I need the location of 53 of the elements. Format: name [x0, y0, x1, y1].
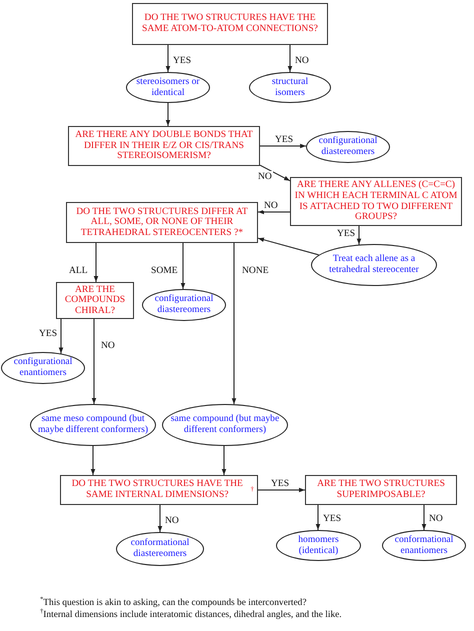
- question-box: ARE THERE ANY ALLENES (C=C=C) IN WHICH EACH TERMINAL C ATOM IS ATTACHED TO TWO DIFFERENT GROUPS?: [290, 177, 462, 226]
- result-ellipse: configurational diastereomers: [142, 289, 226, 321]
- arrow: [258, 238, 320, 256]
- question-box: DO THE TWO STRUCTURES DIFFER AT ALL, SOME, OR NONE OF THEIR TETRAHEDRAL STEREOCENTERS ?*: [66, 202, 258, 243]
- arrow: [356, 226, 362, 246]
- result-ellipse: same meso compound (but maybe different conformers): [30, 404, 156, 446]
- footnote: $^{*}$This question is akin to asking, can the compounds be interconverted?: [40, 598, 307, 608]
- edge-label: YES: [336, 228, 356, 239]
- edge-label: YES: [322, 513, 342, 524]
- question-box: ARE THE TWO STRUCTURES SUPERIMPOSABLE?: [305, 475, 457, 505]
- edge-label: ALL: [68, 265, 89, 276]
- footnote: $^{†}$Internal dimensions include interatomic distances, dihedral angles, and the like.: [40, 610, 342, 620]
- arrow: [222, 446, 226, 476]
- edge-label: YES: [172, 55, 192, 66]
- result-ellipse: same compound (but maybe different conformers): [162, 404, 288, 446]
- arrow: [288, 44, 292, 72]
- edge-label: YES: [38, 328, 58, 339]
- result-ellipse: Treat each allene as a tetrahedral stereocenter: [311, 244, 437, 286]
- arrow: [232, 242, 236, 405]
- edge-label: NO: [257, 171, 273, 182]
- arrow: [58, 318, 64, 354]
- edge-label: NO: [294, 55, 310, 66]
- arrow: [422, 504, 426, 530]
- arrow: [166, 102, 170, 126]
- edge-label: NO: [100, 340, 116, 351]
- arrow: [258, 488, 306, 492]
- result-ellipse: conformational enantiomers: [382, 530, 466, 561]
- result-ellipse: homomers (identical): [276, 530, 361, 561]
- arrow: [94, 242, 98, 282]
- arrow: [92, 318, 96, 404]
- result-ellipse: configurational diastereomers: [306, 131, 390, 163]
- arrow: [90, 446, 96, 476]
- arrow: [260, 144, 307, 148]
- edge-label: NO: [428, 513, 444, 524]
- result-ellipse: conformational diastereomers: [116, 532, 204, 566]
- question-box: ARE THE COMPOUNDS CHIRAL?: [56, 282, 134, 319]
- edge-label: NO: [263, 200, 279, 211]
- arrow: [166, 44, 170, 72]
- edge-label: YES: [274, 134, 294, 145]
- edge-label: NONE: [241, 265, 270, 276]
- edge-label: YES: [270, 478, 290, 489]
- arrow: [180, 242, 186, 290]
- result-ellipse: configurational enantiomers: [1, 352, 85, 384]
- arrow: [316, 504, 320, 530]
- edge-label: SOME: [150, 265, 179, 276]
- question-box: ARE THERE ANY DOUBLE BONDS THAT DIFFER IN THEIR E/Z OR CIS/TRANS STEREOISOMERISM?: [68, 126, 260, 166]
- result-ellipse: structural isomers: [249, 72, 331, 103]
- arrow: [158, 504, 162, 532]
- arrow: [260, 164, 290, 182]
- result-ellipse: stereoisomers or identical: [126, 72, 210, 103]
- question-box: DO THE TWO STRUCTURES HAVE THE SAME ATOM-TO-ATOM CONNECTIONS?: [132, 3, 328, 45]
- arrow: [258, 210, 290, 214]
- edge-label: NO: [164, 515, 180, 526]
